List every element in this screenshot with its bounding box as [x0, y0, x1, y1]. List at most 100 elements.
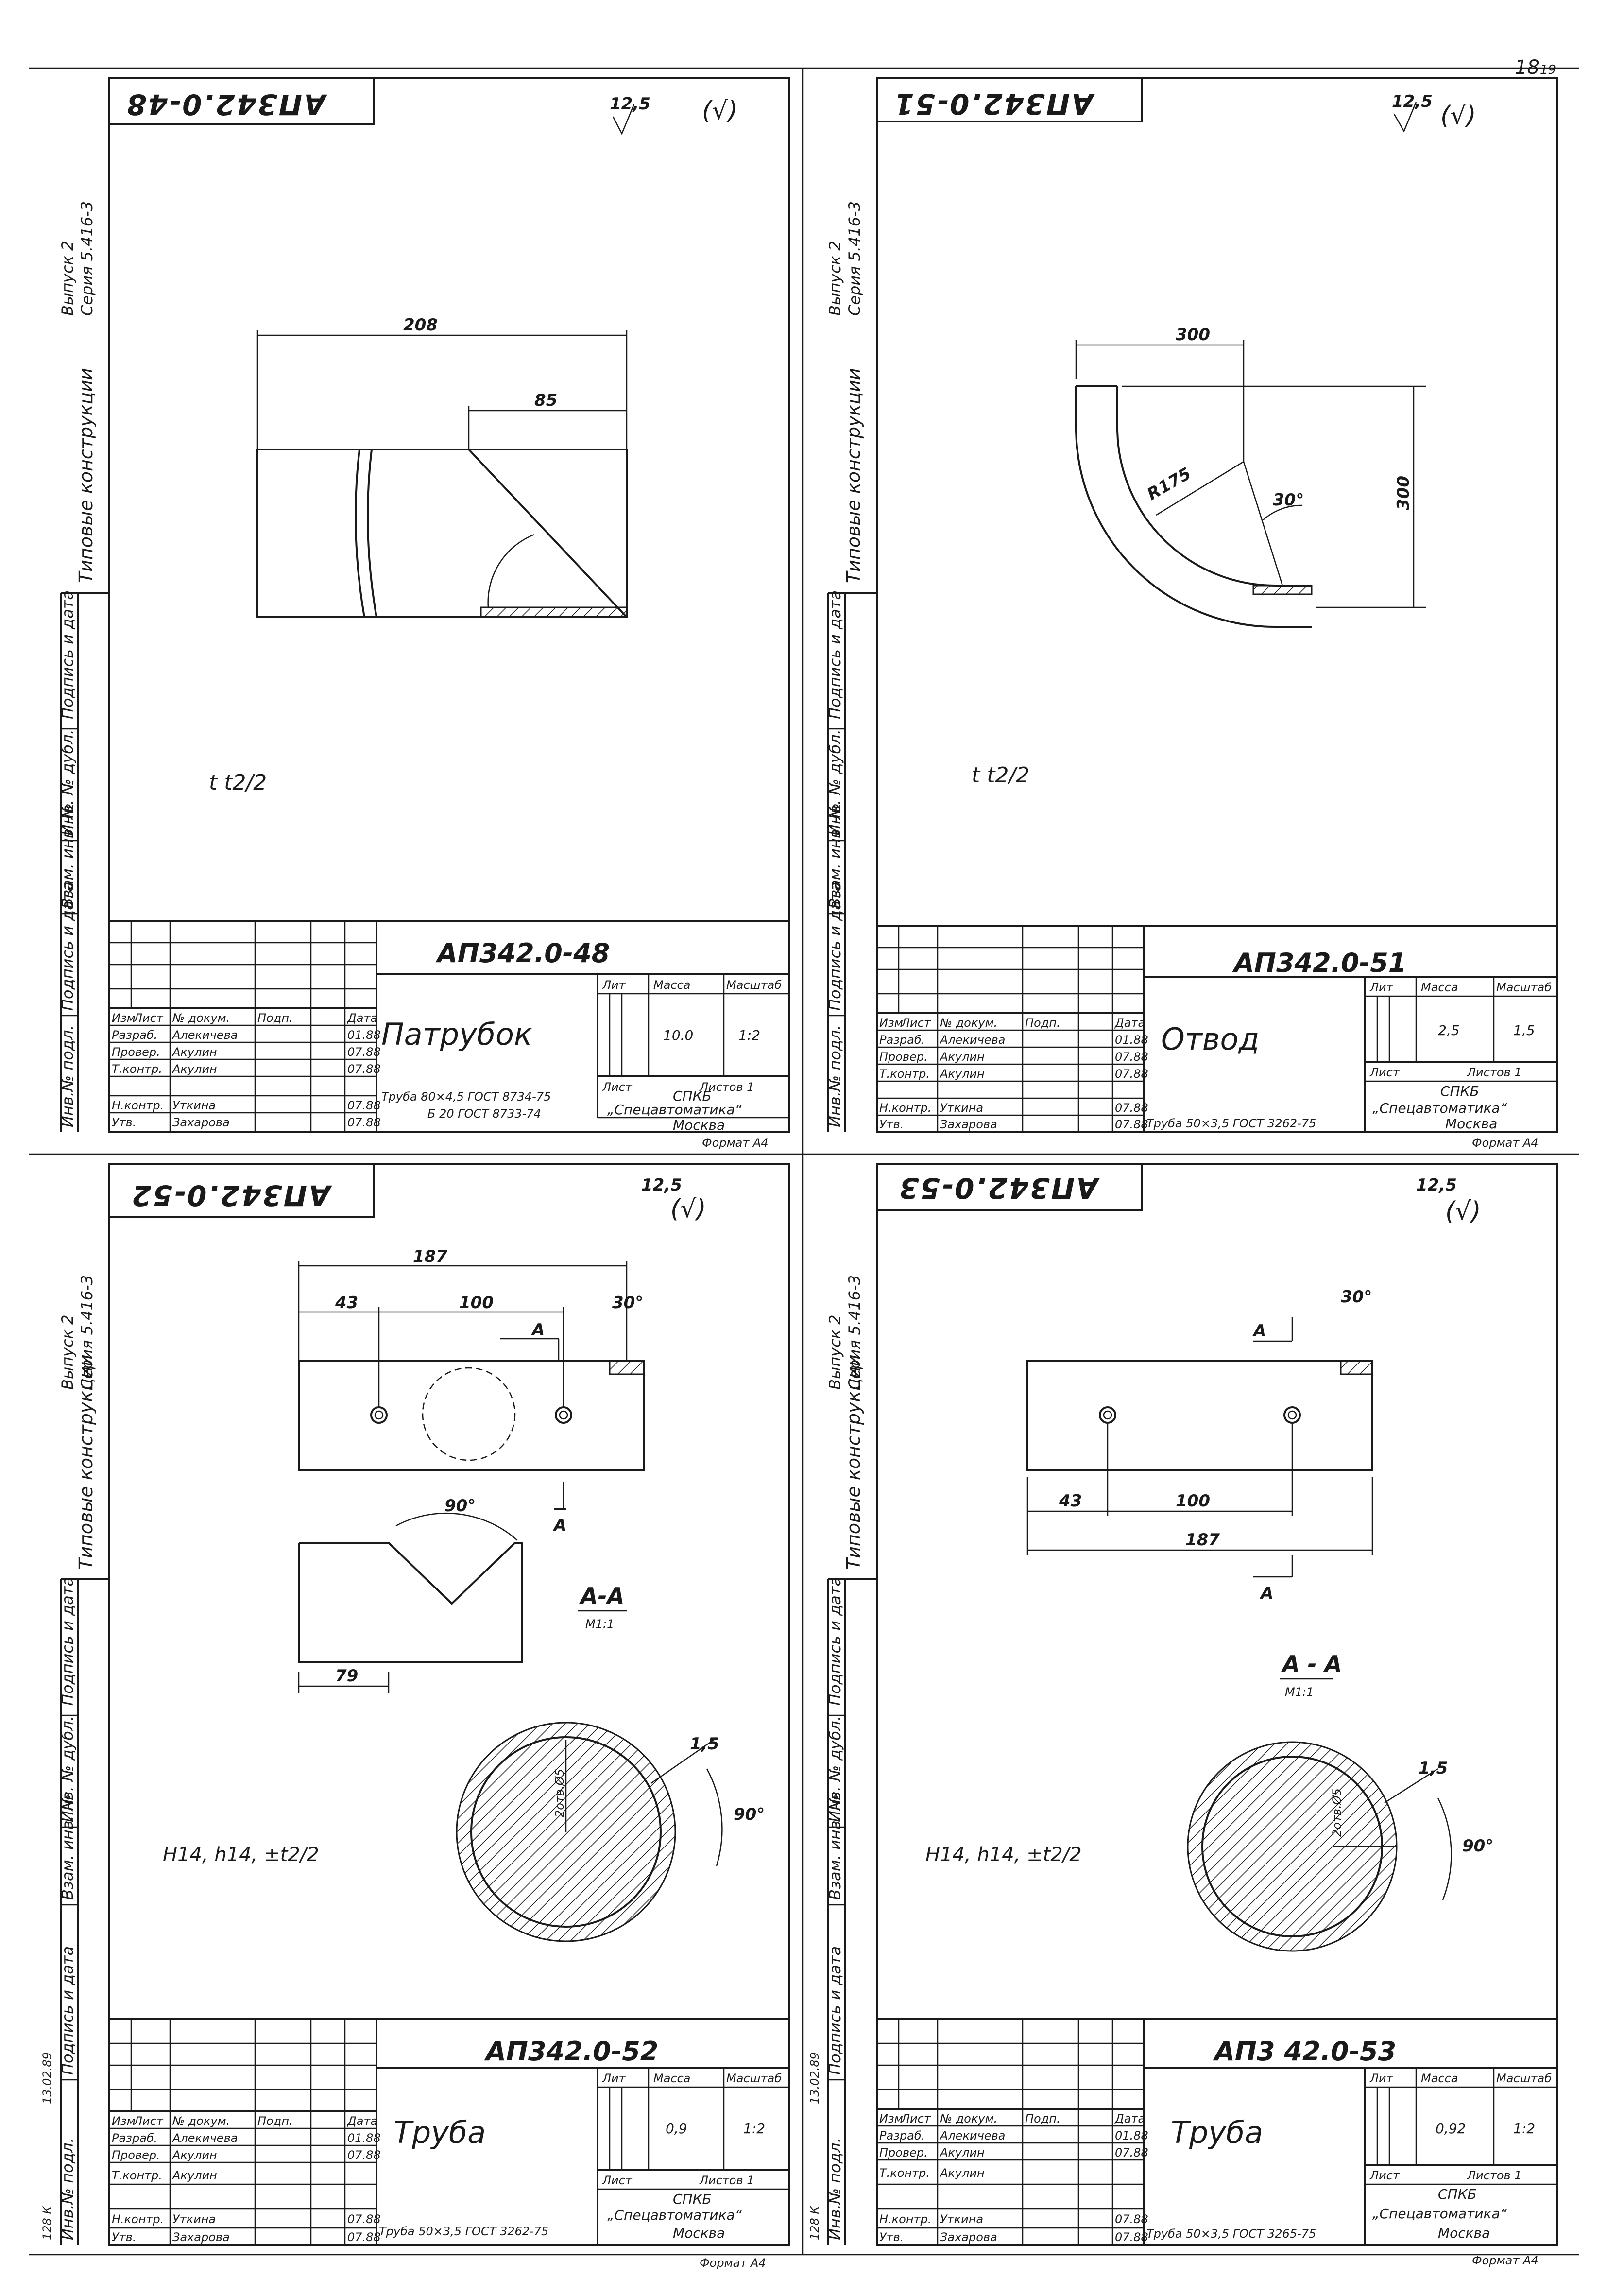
svg-text:1,5: 1,5 — [690, 1734, 719, 1754]
svg-text:Провер.: Провер. — [112, 2148, 160, 2162]
svg-text:128 К: 128 К — [808, 2206, 821, 2240]
svg-text:2,5: 2,5 — [1438, 1022, 1460, 1038]
svg-text:R175: R175 — [1144, 464, 1195, 504]
side-stamp-inv: Инв.№ подл. — [58, 1025, 77, 1127]
svg-text:300: 300 — [1394, 476, 1413, 510]
svg-text:Москва: Москва — [673, 1117, 725, 1133]
svg-text:1:2: 1:2 — [1513, 2121, 1535, 2137]
title-block: Изм Лист № докум. Подп. Дата Разраб. Але… — [876, 2018, 1558, 2267]
svg-text:Подпись и дата: Подпись и дата — [58, 1946, 77, 2075]
svg-text:Типовые конструкции: Типовые конструкции — [843, 368, 864, 583]
sheet-1: АП342.0-48 12,5 (√) Подпись и дата Инв.№… — [58, 77, 790, 1150]
svg-text:0,9: 0,9 — [666, 2121, 687, 2137]
svg-text:Н.контр.: Н.контр. — [112, 2212, 164, 2226]
saddle-view — [298, 1542, 523, 1663]
svg-text:Акулин: Акулин — [171, 2169, 217, 2182]
svg-text:„Спецавтоматика“: „Спецавтоматика“ — [1372, 2206, 1507, 2222]
svg-text:Москва: Москва — [1438, 2225, 1490, 2241]
svg-text:1:2: 1:2 — [743, 2121, 765, 2137]
svg-text:90°: 90° — [444, 1496, 476, 1516]
svg-text:07.88: 07.88 — [347, 2212, 381, 2226]
svg-text:128 К: 128 К — [40, 2206, 54, 2240]
svg-text:СПКБ: СПКБ — [1440, 1083, 1479, 1099]
svg-text:43: 43 — [335, 1293, 358, 1312]
svg-text:Серия 5.416-3: Серия 5.416-3 — [845, 1275, 864, 1390]
svg-text:Подп.: Подп. — [257, 1011, 293, 1025]
svg-text:Подпись и дата: Подпись и дата — [58, 1577, 77, 1706]
svg-text:Труба: Труба — [393, 2115, 486, 2150]
svg-text:01.88: 01.88 — [1115, 2129, 1148, 2142]
svg-text:Инв. № дубл.: Инв. № дубл. — [826, 1716, 844, 1822]
svg-text:300: 300 — [1176, 325, 1210, 345]
svg-text:Утв.: Утв. — [112, 2230, 136, 2244]
roughness-icon — [1393, 102, 1417, 133]
hole-2 — [555, 1406, 572, 1424]
svg-text:СПКБ: СПКБ — [673, 2191, 712, 2207]
svg-text:Алекичева: Алекичева — [939, 2129, 1005, 2142]
svg-text:Типовые конструкции: Типовые конструкции — [75, 1354, 97, 1570]
svg-text:Листов 1: Листов 1 — [1467, 1066, 1522, 1079]
svg-text:Захарова: Захарова — [940, 2230, 997, 2244]
svg-text:Лист: Лист — [133, 2114, 164, 2128]
svg-text:М1:1: М1:1 — [585, 1617, 614, 1631]
svg-text:Уткина: Уткина — [172, 2212, 216, 2226]
svg-text:Утв.: Утв. — [879, 1118, 904, 1131]
svg-text:Листов 1: Листов 1 — [699, 1080, 754, 1094]
svg-text:12,5: 12,5 — [1392, 92, 1433, 111]
cut-section — [480, 606, 628, 618]
svg-text:07.88: 07.88 — [1115, 1118, 1148, 1131]
svg-text:Формат А4: Формат А4 — [1472, 1136, 1539, 1150]
svg-text:Дата: Дата — [347, 2114, 377, 2128]
svg-text:Лист: Лист — [133, 1011, 164, 1025]
svg-text:07.88: 07.88 — [1115, 1050, 1148, 1064]
svg-text:Выпуск 2: Выпуск 2 — [826, 241, 844, 316]
svg-text:Серия 5.416-3: Серия 5.416-3 — [845, 201, 864, 316]
svg-text:Акулин: Акулин — [171, 1062, 217, 1076]
svg-text:2отв.Ø5: 2отв.Ø5 — [1330, 1788, 1344, 1837]
elbow-inner — [1116, 386, 1312, 587]
svg-text:30°: 30° — [1341, 1287, 1372, 1307]
title-designation: АП342.0-48 — [435, 938, 610, 968]
svg-text:Масштаб: Масштаб — [1496, 2072, 1552, 2085]
svg-text:№ докум.: № докум. — [939, 2112, 997, 2125]
svg-text:Серия 5.416-3: Серия 5.416-3 — [78, 1275, 96, 1390]
svg-text:Труба: Труба — [1171, 2115, 1263, 2150]
svg-text:А: А — [1252, 1321, 1266, 1341]
side-stamp-dubl: Инв. № дубл. — [58, 729, 77, 836]
side-stamp-sign: Подпись и дата — [58, 590, 77, 719]
svg-text:Инв. № дубл.: Инв. № дубл. — [826, 729, 844, 836]
svg-text:01.88: 01.88 — [347, 1028, 381, 1042]
svg-text:Дата: Дата — [1114, 1016, 1145, 1030]
svg-text:2отв.Ø5: 2отв.Ø5 — [553, 1769, 566, 1817]
hole-1 — [370, 1406, 388, 1424]
svg-text:А: А — [1259, 1584, 1273, 1603]
hole-circle — [422, 1367, 516, 1461]
svg-text:Т.контр.: Т.контр. — [879, 2166, 930, 2180]
svg-text:Выпуск 2: Выпуск 2 — [826, 1314, 844, 1390]
svg-text:Разраб.: Разраб. — [112, 2131, 157, 2145]
svg-text:Лист: Лист — [901, 2112, 931, 2125]
svg-text:Подпись и дата: Подпись и дата — [826, 1577, 844, 1706]
svg-text:№ докум.: № докум. — [171, 1011, 230, 1025]
sheet-code-top: АП342.0-51 — [893, 87, 1095, 121]
svg-text:М1:1: М1:1 — [1285, 1685, 1314, 1699]
title-mass: 10.0 — [663, 1027, 693, 1043]
svg-text:Уткина: Уткина — [940, 1101, 983, 1115]
svg-text:90°: 90° — [734, 1805, 765, 1824]
svg-text:12,5: 12,5 — [1416, 1175, 1457, 1195]
title-block: Изм Лист № докум. Подп. Дата Разраб. Але… — [108, 920, 790, 1150]
svg-text:Лист: Лист — [602, 1080, 633, 1094]
page-number-alt: 19 — [1540, 63, 1556, 77]
svg-text:А: А — [530, 1320, 545, 1340]
svg-text:Подп.: Подп. — [1025, 2112, 1060, 2125]
svg-text:Уткина: Уткина — [940, 2212, 983, 2226]
svg-text:Лит: Лит — [1369, 2072, 1394, 2085]
svg-text:Формат А4: Формат А4 — [702, 1136, 769, 1150]
hole-1 — [1099, 1406, 1116, 1424]
svg-text:Лист: Лист — [602, 2174, 633, 2187]
svg-text:АП342.0-51: АП342.0-51 — [1232, 948, 1406, 978]
svg-text:Лит: Лит — [602, 2072, 626, 2085]
svg-text:Провер.: Провер. — [879, 2146, 928, 2159]
svg-text:„Спецавтоматика“: „Спецавтоматика“ — [1372, 1100, 1507, 1116]
